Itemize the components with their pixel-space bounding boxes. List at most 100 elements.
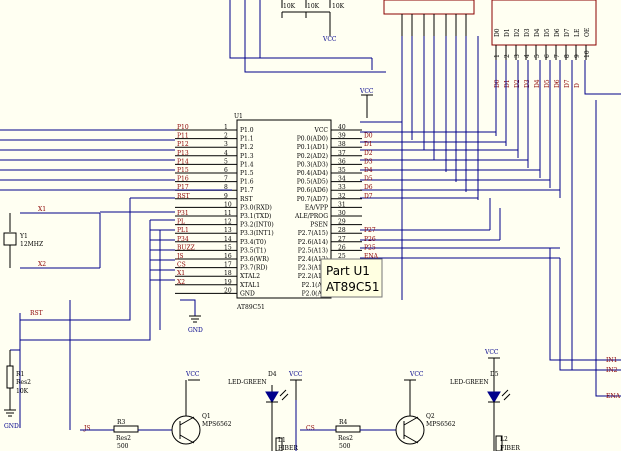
d4-designator: D4	[268, 371, 277, 378]
u1-right-net-label: P25	[364, 244, 376, 251]
u1-pin-num: 9	[224, 193, 228, 200]
u1-left-net-label: X2	[177, 279, 185, 286]
u1-pin-name: P2.3(A11)	[298, 265, 328, 272]
u1-left-net-label: PL	[177, 219, 185, 226]
driver-circuit-2[interactable]: CS R4 Res2 500 Q2 MPS6562 VCC	[300, 371, 456, 450]
net-in1: IN1	[606, 357, 617, 364]
part-tooltip: Part U1 AT89C51	[320, 258, 383, 298]
lcd-pin-label: D0	[494, 28, 501, 37]
u1-pin-name: P0.1(AD1)	[297, 144, 328, 151]
u1-pin-name: P0.3(AD3)	[297, 161, 328, 168]
vcc-label-top: VCC	[322, 36, 337, 43]
q2-transistor-body	[395, 415, 425, 445]
u1-left-net-label: CS	[177, 262, 186, 269]
u1-right-net-label: D4	[364, 167, 373, 174]
u1-pin-num: 1	[224, 124, 228, 131]
lcd-pin-label: D7	[564, 28, 571, 37]
u1-pin-num: 19	[224, 279, 232, 286]
u1-pin-name: XTAL1	[240, 282, 260, 289]
u1-pin-name: P3.1(TXD)	[240, 213, 271, 220]
net-in2: IN2	[606, 367, 618, 374]
u1-pin-num: 26	[338, 244, 346, 251]
u1-pin-num: 4	[224, 150, 228, 157]
vcc-net-middle[interactable]: VCC	[288, 371, 303, 451]
vcc-label-u1: VCC	[359, 88, 374, 95]
u1-pin-name: P2.1(A9)	[302, 282, 328, 289]
lcd-signal-label: D6	[554, 79, 561, 88]
u1-right-net-label: D0	[364, 133, 373, 140]
u1-left-net-label: P13	[177, 150, 189, 157]
u1-left-net-label: P14	[177, 158, 189, 165]
left-signal-wires[interactable]: GND	[0, 129, 232, 428]
led-d4[interactable]: D4 LED-GREEN L1 FIBER	[228, 371, 298, 451]
r1-value: 10K	[16, 388, 29, 395]
data-bus-wires[interactable]	[229, 0, 621, 397]
lcd-pin-number: 2	[504, 54, 511, 58]
vcc-label-q2: VCC	[409, 371, 424, 378]
u1-pin-name: ALE/PROG	[294, 213, 328, 220]
u1-pin-name: P1.3	[240, 153, 254, 160]
u1-pin-num: 36	[338, 158, 346, 165]
u1-pin-name: P2.6(A14)	[298, 239, 328, 246]
u1-pin-name: EA/VPP	[305, 204, 328, 211]
d5-designator: D5	[490, 371, 499, 378]
reset-resistor-r1[interactable]: R1 Res2 10K GND	[4, 350, 31, 430]
crystal-y1[interactable]: Y1 12MHZ	[3, 213, 43, 268]
net-js: JS	[83, 425, 91, 432]
lcd-signal-label: D0	[494, 79, 501, 88]
l2-designator: L2	[500, 436, 508, 443]
u1-right-net-label: D1	[364, 141, 373, 148]
resistor-value-2: 10K	[307, 3, 320, 10]
pullup-resistor-bank[interactable]: 10K 10K 10K VCC	[259, 0, 345, 58]
u1-pin-name: P3.6(WR)	[240, 256, 269, 263]
u1-pin-num: 31	[338, 201, 346, 208]
u1-pin-name: P0.4(AD4)	[297, 170, 328, 177]
u1-pin-num: 37	[338, 150, 346, 157]
lcd-pin-number: 1	[494, 54, 501, 58]
led-d5[interactable]: VCC D5 LED-GREEN L2 FIBER	[450, 349, 520, 451]
r4-footprint: Res2	[338, 435, 353, 442]
lcd-pin-number: 8	[564, 54, 571, 58]
u1-pin-num: 30	[338, 210, 346, 217]
u1-right-net-label: P27	[364, 227, 376, 234]
lcd-signal-label: D	[574, 83, 581, 88]
u1-pin-num: 2	[224, 133, 228, 140]
crystal-value: 12MHZ	[20, 241, 43, 248]
lcd-signal-label: D4	[534, 79, 541, 88]
u1-vcc-net[interactable]: VCC	[359, 88, 374, 118]
l2-type: FIBER	[500, 445, 520, 451]
u1-pin-num: 29	[338, 219, 346, 226]
driver-circuit-1[interactable]: JS R3 Res2 500 Q1 MPS6562 VCC	[69, 300, 232, 450]
u1-pin-name: P1.4	[240, 161, 254, 168]
u1-pin-name: P0.2(AD2)	[297, 153, 328, 160]
q1-type: MPS6562	[202, 421, 232, 428]
lcd-signal-label: D5	[544, 79, 551, 88]
lcd-pin-number: 3	[514, 54, 521, 58]
u1-left-net-label: P16	[177, 176, 189, 183]
u1-part-name: AT89C51	[236, 304, 265, 311]
u1-pin-name: P0.5(AD5)	[297, 179, 328, 186]
lcd-pin-label: LE	[574, 29, 581, 37]
u1-pin-name: P2.7(A15)	[298, 230, 328, 237]
u1-pin-name: P0.7(AD7)	[297, 196, 328, 203]
u1-pin-name: P1.1	[240, 136, 254, 143]
net-cs: CS	[306, 425, 315, 432]
u1-pin-name: P1.2	[240, 144, 254, 151]
lcd-pin-number: 4	[524, 54, 531, 58]
u1-pin-name: P0.0(AD0)	[297, 136, 328, 143]
u1-left-net-label: P10	[177, 124, 189, 131]
u1-pin-name: XTAL2	[240, 273, 260, 280]
q2-designator: Q2	[426, 413, 435, 420]
u1-pin-num: 14	[224, 236, 232, 243]
vcc-label-d5: VCC	[484, 349, 499, 356]
u1-pin-num: 25	[338, 253, 346, 260]
vcc-label-mid: VCC	[288, 371, 303, 378]
u1-pin-num: 20	[224, 287, 232, 294]
u1-pin-name: P2.2(A10)	[298, 273, 328, 280]
resistor-value-1: 10K	[283, 3, 296, 10]
u1-pin-num: 12	[224, 219, 232, 226]
u1-pin-num: 33	[338, 184, 346, 191]
